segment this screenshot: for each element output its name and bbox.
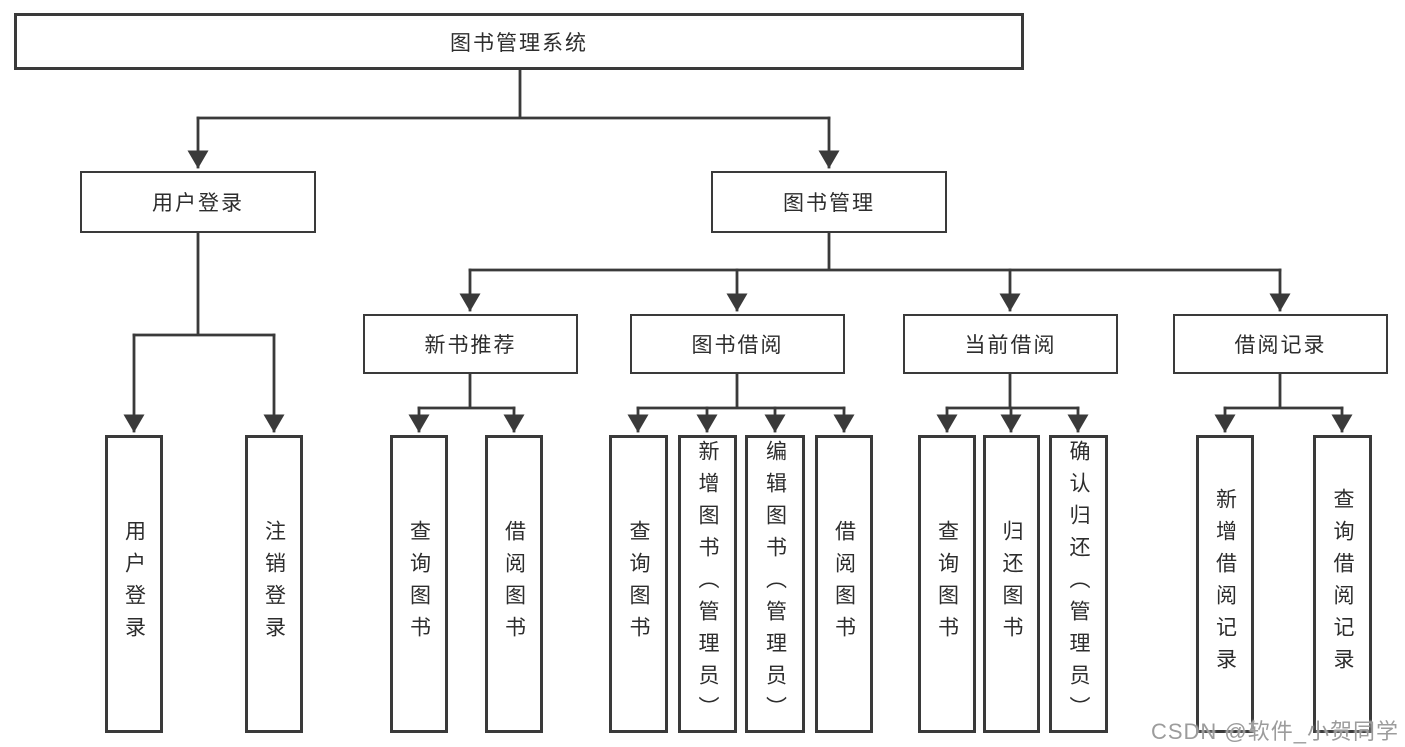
- leaf-label: 查询借阅记录: [1331, 488, 1354, 680]
- node-label: 当前借阅: [964, 334, 1057, 357]
- leaf-label: 确认归还（管理员）: [1067, 440, 1090, 728]
- node-current-borrowing: 当前借阅: [903, 314, 1118, 374]
- leaf-recommend-query-books: 查询图书: [390, 435, 448, 733]
- leaf-label: 借阅图书: [502, 520, 526, 648]
- leaf-borrowing-query-books: 查询图书: [609, 435, 668, 733]
- node-label: 图书借阅: [691, 334, 784, 357]
- leaf-label: 查询图书: [407, 520, 431, 648]
- node-borrowing-records: 借阅记录: [1173, 314, 1388, 374]
- leaf-add-books-admin: 新增图书（管理员）: [678, 435, 737, 733]
- node-book-borrowing: 图书借阅: [630, 314, 845, 374]
- leaf-recommend-borrow-books: 借阅图书: [485, 435, 543, 733]
- leaf-return-books: 归还图书: [983, 435, 1040, 733]
- node-label: 借阅记录: [1234, 334, 1327, 357]
- leaf-label: 注销登录: [262, 520, 286, 648]
- leaf-label: 用户登录: [122, 520, 146, 648]
- node-label: 图书管理: [783, 192, 875, 215]
- node-user-login: 用户登录: [80, 171, 316, 233]
- leaf-borrowing-borrow-books: 借阅图书: [815, 435, 873, 733]
- node-library-management-system: 图书管理系统: [14, 13, 1024, 70]
- leaf-current-query-books: 查询图书: [918, 435, 976, 733]
- leaf-label: 新增借阅记录: [1213, 488, 1237, 680]
- leaf-label: 查询图书: [627, 520, 650, 648]
- leaf-label: 归还图书: [1000, 520, 1023, 648]
- watermark: CSDN @软件_小贺同学: [1150, 719, 1399, 744]
- leaf-label: 借阅图书: [832, 520, 856, 648]
- node-label: 图书管理系统: [450, 31, 588, 55]
- node-label: 新书推荐: [424, 334, 517, 357]
- node-book-management: 图书管理: [711, 171, 947, 233]
- leaf-add-borrow-record: 新增借阅记录: [1196, 435, 1254, 733]
- leaf-label: 编辑图书（管理员）: [763, 440, 787, 728]
- node-label: 用户登录: [152, 192, 244, 215]
- leaf-label: 查询图书: [935, 520, 959, 648]
- leaf-logout: 注销登录: [245, 435, 303, 733]
- leaf-confirm-return-admin: 确认归还（管理员）: [1049, 435, 1108, 733]
- leaf-query-borrow-record: 查询借阅记录: [1313, 435, 1372, 733]
- node-new-book-recommend: 新书推荐: [363, 314, 578, 374]
- leaf-user-login: 用户登录: [105, 435, 163, 733]
- leaf-edit-books-admin: 编辑图书（管理员）: [745, 435, 805, 733]
- leaf-label: 新增图书（管理员）: [696, 440, 719, 728]
